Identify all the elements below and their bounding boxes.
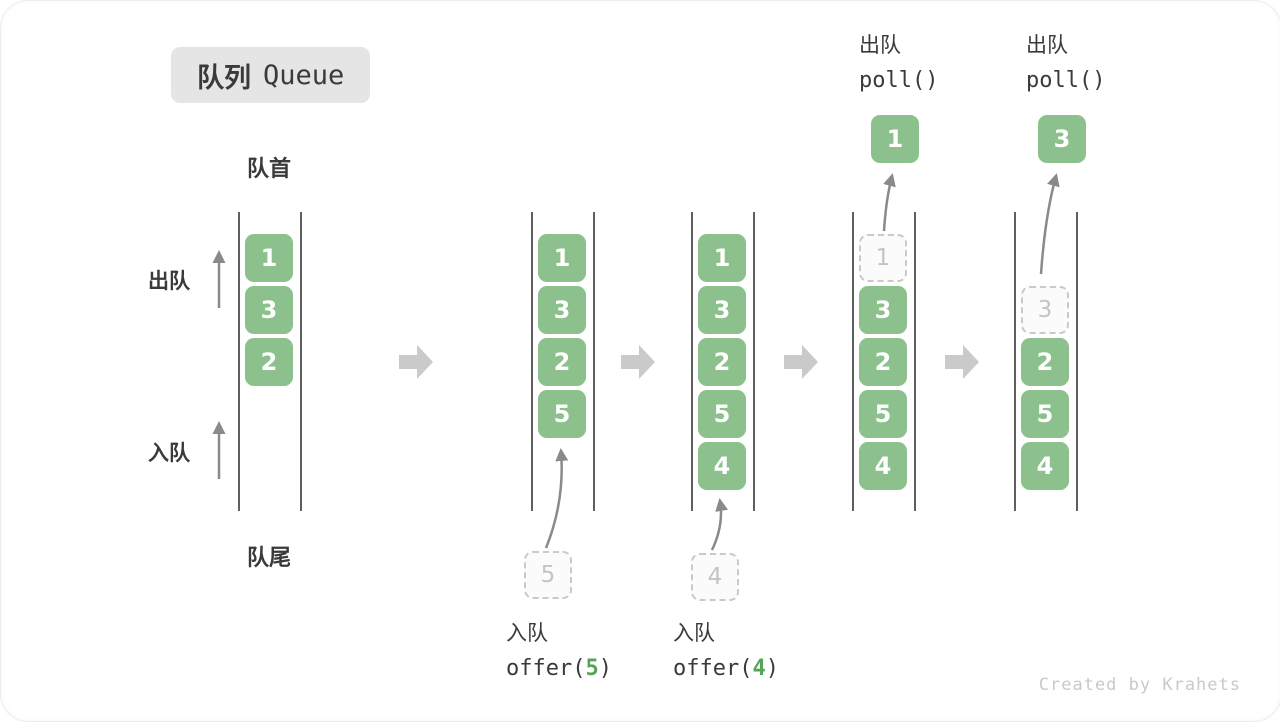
dequeue-arrow-poll1 [882, 173, 896, 232]
code-after: ) [598, 656, 612, 681]
column-wall-left [852, 212, 854, 511]
enqueue-op-zh: 入队 [506, 621, 548, 645]
queue-rear-label: 队尾 [246, 546, 291, 571]
watermark: Created by Krahets [1038, 675, 1241, 695]
queue-item: 2 [245, 338, 293, 386]
dequeue-side-label: 出队 [148, 269, 190, 293]
queue-item: 3 [245, 286, 293, 334]
queue-item: 5 [698, 390, 746, 438]
enqueue-arrow-offer4 [710, 498, 729, 551]
code-before: offer( [506, 656, 586, 681]
queue-front-label: 队首 [246, 157, 291, 182]
enqueue-op-label: 入队 offer(4) [673, 617, 779, 681]
dequeue-op-label: 出队 poll() [1026, 29, 1105, 93]
dequeue-op-code: poll() [1026, 68, 1106, 93]
column-wall-right [593, 212, 595, 511]
queue-item: 4 [859, 442, 907, 490]
title-en: Queue [263, 59, 345, 91]
dequeue-op-label: 出队 poll() [859, 29, 938, 93]
column-wall-right [300, 212, 302, 511]
code-after: ) [765, 656, 779, 681]
dequeue-arrow-poll3 [1039, 173, 1060, 275]
enqueue-arrow-offer5 [544, 448, 569, 549]
transition-arrow-3 [784, 345, 818, 379]
polled-item: 1 [871, 115, 919, 163]
queue-item: 5 [538, 390, 586, 438]
code-arg: 4 [752, 656, 766, 681]
dequeue-op-zh: 出队 [1026, 33, 1068, 57]
queue-item: 3 [698, 286, 746, 334]
column-wall-right [1076, 212, 1078, 511]
queue-item: 4 [698, 442, 746, 490]
queue-item: 2 [538, 338, 586, 386]
transition-arrow-4 [945, 345, 979, 379]
queue-item: 1 [538, 234, 586, 282]
queue-item: 3 [859, 286, 907, 334]
code-arg: 5 [585, 656, 599, 681]
title-badge: 队列 Queue [171, 47, 371, 103]
column-wall-left [691, 212, 693, 511]
queue-item: 2 [1021, 338, 1069, 386]
column-wall-left [1014, 212, 1016, 511]
column-wall-left [238, 212, 240, 511]
enqueue-side-label: 入队 [148, 441, 190, 465]
polled-item: 3 [1038, 115, 1086, 163]
queue-item: 5 [859, 390, 907, 438]
queue-item: 4 [1021, 442, 1069, 490]
queue-item: 3 [538, 286, 586, 334]
transition-arrow-2 [621, 345, 655, 379]
dequeue-op-code: poll() [859, 68, 939, 93]
column-wall-left [531, 212, 533, 511]
column-wall-right [914, 212, 916, 511]
transition-arrow-1 [399, 345, 433, 379]
queue-item: 5 [1021, 390, 1069, 438]
queue-item-ghost: 1 [859, 234, 907, 282]
enqueue-ghost-item: 5 [524, 551, 572, 599]
code-before: offer( [673, 656, 753, 681]
queue-item: 1 [245, 234, 293, 282]
enqueue-op-label: 入队 offer(5) [506, 617, 612, 681]
title-zh: 队列 [197, 62, 251, 94]
queue-item: 1 [698, 234, 746, 282]
enqueue-op-code: offer(4) [673, 656, 779, 681]
enqueue-ghost-item: 4 [691, 553, 739, 601]
enqueue-op-zh: 入队 [673, 621, 715, 645]
queue-item-ghost: 3 [1021, 286, 1069, 334]
dequeue-op-zh: 出队 [859, 33, 901, 57]
enqueue-op-code: offer(5) [506, 656, 612, 681]
column-wall-right [753, 212, 755, 511]
queue-item: 2 [859, 338, 907, 386]
queue-item: 2 [698, 338, 746, 386]
